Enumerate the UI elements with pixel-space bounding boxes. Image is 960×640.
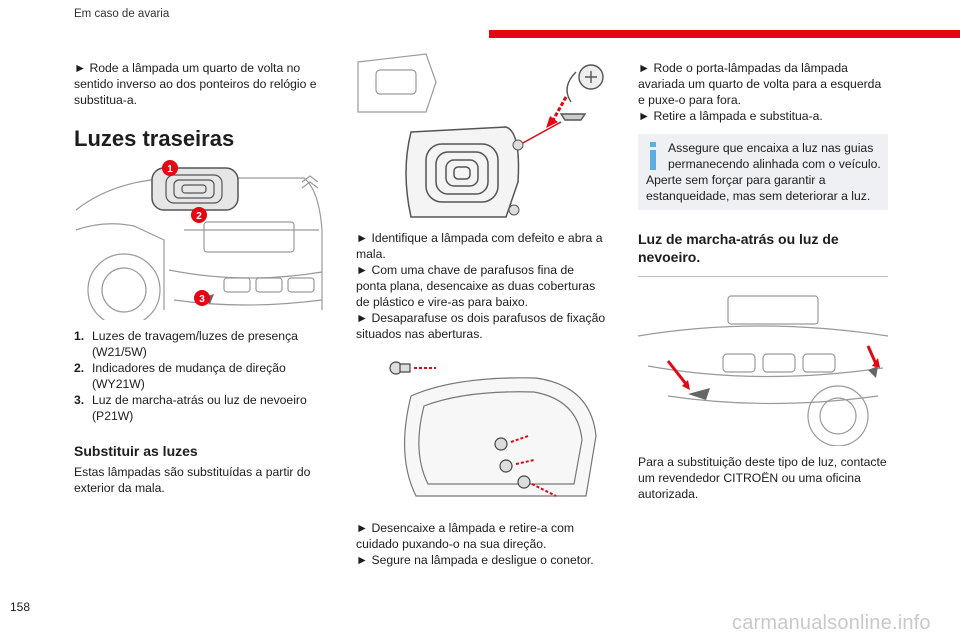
screwdriver-detail-icon [559, 64, 604, 121]
subsection-heading: Luz de marcha-atrás ou luz de nevoeiro. [638, 231, 839, 265]
lamp-list: 1.Luzes de travagem/luzes de presença (W… [74, 328, 324, 424]
step-paragraph: ► Rode o porta-lâmpadas da lâmpada avari… [638, 61, 882, 107]
svg-text:3: 3 [199, 294, 205, 305]
step-paragraph: ► Identifique a lâmpada com defeito e ab… [356, 231, 603, 261]
list-item: 2.Indicadores de mudança de direção (WY2… [74, 361, 286, 391]
rear-lights-illustration: 1 2 3 [75, 160, 323, 320]
subsection-heading: Substituir as luzes [74, 443, 198, 459]
bulb-holder-icon [389, 361, 531, 489]
arrow-icon [550, 96, 568, 123]
watermark: carmanualsonline.info [732, 612, 931, 634]
arrow-icon [866, 345, 878, 365]
contact-paragraph: Para a substituição deste tipo de luz, c… [638, 455, 887, 501]
list-item: 3.Luz de marcha-atrás ou luz de nevoeiro… [74, 393, 307, 423]
header-title: Em caso de avaria [74, 8, 170, 20]
arrow-icon [666, 360, 688, 385]
lamp-unit [405, 126, 520, 218]
step-paragraph: ► Retire a lâmpada e substitua-a. [638, 109, 823, 123]
note-text: Aperte sem forçar para garantir a estanq… [646, 173, 871, 203]
subsection-text: Estas lâmpadas são substituídas a partir… [74, 465, 311, 495]
marker-1: 1 [162, 160, 178, 176]
lamp-holder-illustration [389, 361, 597, 497]
step-paragraph: ► Desencaixe a lâmpada e retire-a com cu… [356, 521, 574, 551]
step-paragraph: ► Segure na lâmpada e desligue o conetor… [356, 553, 594, 567]
note-text: Assegure que encaixa a luz nas guias per… [668, 141, 881, 171]
brand-chevrons-icon [301, 175, 319, 189]
list-item: 1.Luzes de travagem/luzes de presença (W… [74, 329, 298, 359]
marker-2: 2 [191, 207, 207, 223]
page-number: 158 [10, 600, 31, 614]
lamp-cover-illustration [357, 53, 604, 218]
marker-3: 3 [194, 290, 210, 306]
intro-paragraph: ► Rode a lâmpada um quarto de volta no s… [74, 61, 317, 107]
reverse-fog-light-illustration [638, 276, 888, 446]
plate-area [203, 221, 295, 253]
column-3: ► Rode o porta-lâmpadas da lâmpada avari… [638, 60, 888, 502]
header-accent-bar [489, 30, 960, 38]
wheel [87, 253, 161, 320]
svg-text:1: 1 [167, 164, 173, 175]
info-note: Assegure que encaixa a luz nas guias per… [638, 134, 888, 210]
step-paragraph: ► Desaparafuse os dois parafusos de fixa… [356, 311, 606, 341]
column-1: ► Rode a lâmpada um quarto de volta no s… [74, 60, 324, 496]
section-heading: Luzes traseiras [74, 126, 235, 151]
svg-text:2: 2 [196, 211, 202, 222]
screw-icon [512, 139, 524, 151]
column-2: ► Identifique a lâmpada com defeito e ab… [356, 52, 606, 568]
step-paragraph: ► Com uma chave de parafusos fina de pon… [356, 263, 596, 309]
tail-lamp-highlight [151, 167, 239, 211]
info-icon [650, 142, 656, 170]
